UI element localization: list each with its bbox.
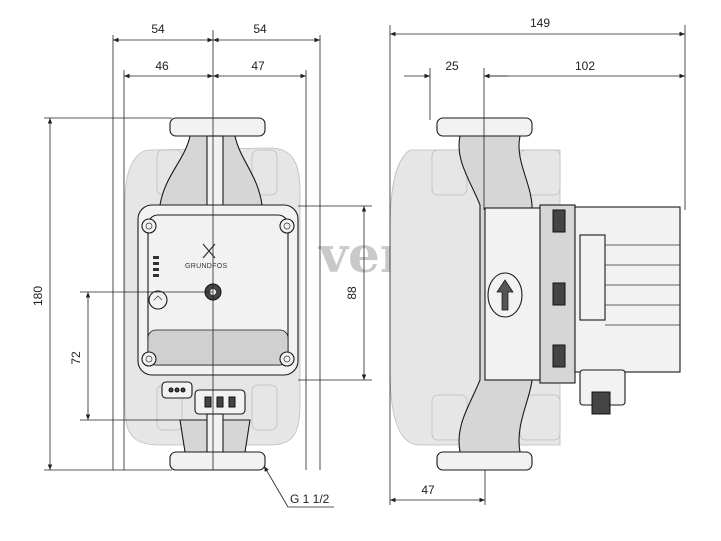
- side-terminal-panel: [579, 234, 606, 321]
- side-fins: [605, 244, 680, 326]
- dim-front-47: 47: [251, 59, 265, 73]
- mode-button-icon: [148, 290, 168, 310]
- front-lobe-tr: [251, 149, 278, 196]
- front-bottom-flange: [169, 451, 266, 471]
- front-dimensions: 54 54 46 47 180 72 88 G 1 1/2: [31, 22, 372, 508]
- led-indicators: [153, 256, 159, 277]
- dim-side-25: 25: [445, 59, 459, 73]
- dim-front-180: 180: [31, 286, 45, 306]
- side-view: [389, 117, 681, 471]
- front-panel-lower: [147, 329, 289, 366]
- dim-front-72: 72: [69, 351, 83, 365]
- thread-label: G 1 1/2: [290, 492, 330, 506]
- dim-front-46: 46: [155, 59, 169, 73]
- side-dimensions: 149 25 102 47: [389, 16, 686, 505]
- brand-logo-text: GRUNDFOS: [185, 263, 227, 270]
- front-screws: [141, 218, 295, 367]
- side-top-flange: [436, 117, 533, 137]
- front-outlet-pipe: [206, 413, 224, 455]
- front-view: GRUNDFOS: [124, 117, 301, 471]
- dim-side-47: 47: [421, 483, 435, 497]
- dim-side-102: 102: [575, 59, 595, 73]
- side-bottom-flange: [436, 451, 533, 471]
- dim-front-88: 88: [345, 286, 359, 300]
- dim-front-54-right: 54: [253, 22, 267, 36]
- front-inlet-pipe: [206, 135, 224, 207]
- front-lobe-br: [251, 384, 278, 431]
- front-top-flange: [169, 117, 266, 137]
- dim-front-54-left: 54: [151, 22, 165, 36]
- dim-side-149: 149: [530, 16, 550, 30]
